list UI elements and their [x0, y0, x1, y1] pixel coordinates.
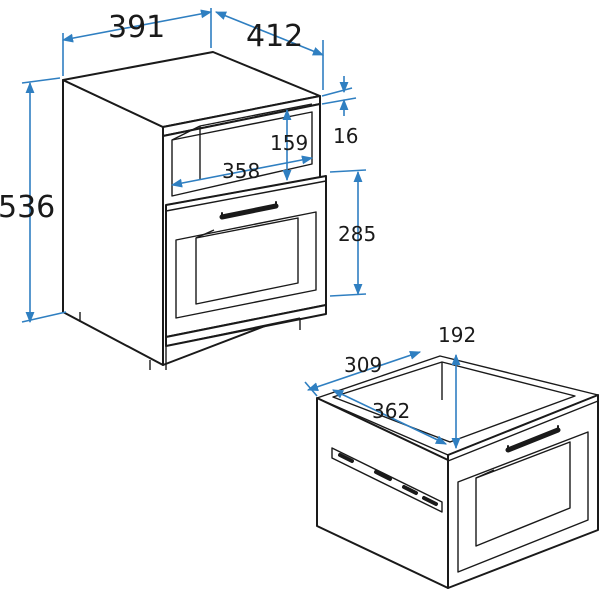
niche-back-edge — [171, 125, 201, 141]
drawer-box-opening-edge — [475, 469, 495, 479]
drawer-box-front-opening — [475, 441, 571, 547]
drawer-width-extension-left — [304, 381, 318, 397]
niche-height-label: 159 — [270, 131, 308, 155]
top-thickness-label: 16 — [333, 124, 358, 148]
drawer-width-label: 309 — [344, 353, 382, 377]
height-extension-bottom — [21, 311, 67, 323]
drawer-opening — [195, 217, 299, 305]
drawer-handle-posts — [221, 201, 277, 218]
drawer-height-extension-top — [329, 169, 367, 173]
height-extension-top — [21, 77, 61, 84]
drawer-box-handle-posts — [507, 425, 559, 451]
drawer-box-front — [447, 394, 599, 589]
niche-width-label: 358 — [222, 159, 260, 183]
drawer-handle — [219, 203, 279, 220]
drawer-height-extension-bottom — [329, 293, 367, 297]
drawer-dimensions: 309 362 192 — [304, 323, 476, 450]
drawer-depth-dimension-line — [331, 389, 448, 445]
width-dimension-line — [61, 9, 213, 43]
top-thickness-extension-bottom — [321, 97, 357, 105]
nightstand-plinth-front — [165, 304, 327, 347]
nightstand — [62, 51, 327, 370]
width-label: 391 — [108, 10, 165, 45]
runner-slot-1 — [338, 453, 354, 463]
runner-slot-3 — [402, 485, 418, 495]
drawer-inner-height-label: 192 — [438, 323, 476, 347]
drawer-box-front-top — [447, 394, 599, 462]
drawer-box-handle — [505, 427, 561, 453]
drawer-box-front-frame — [457, 431, 589, 573]
drawer-front-frame — [175, 211, 317, 319]
niche-width-dimension-line — [170, 155, 314, 188]
drawer-width-dimension-line — [306, 350, 422, 392]
top-thickness-extension-top — [321, 87, 353, 97]
depth-label: 412 — [246, 19, 303, 54]
runner-slot-2 — [374, 470, 392, 481]
drawer-box — [316, 355, 599, 589]
nightstand-dimensions: 391 412 536 16 159 358 285 — [0, 8, 376, 324]
drawer-opening-inner-edge — [195, 229, 215, 239]
niche-back-edge-top — [199, 103, 313, 127]
runner-slot-4 — [422, 496, 438, 506]
plinth-shadow-line — [165, 317, 301, 347]
drawer-runner — [331, 447, 443, 513]
nightstand-side-panel — [62, 79, 164, 366]
drawer-height-label: 285 — [338, 222, 376, 246]
drawer-depth-label: 362 — [372, 399, 410, 423]
depth-dimension-line — [214, 11, 325, 56]
height-label: 536 — [0, 190, 55, 225]
